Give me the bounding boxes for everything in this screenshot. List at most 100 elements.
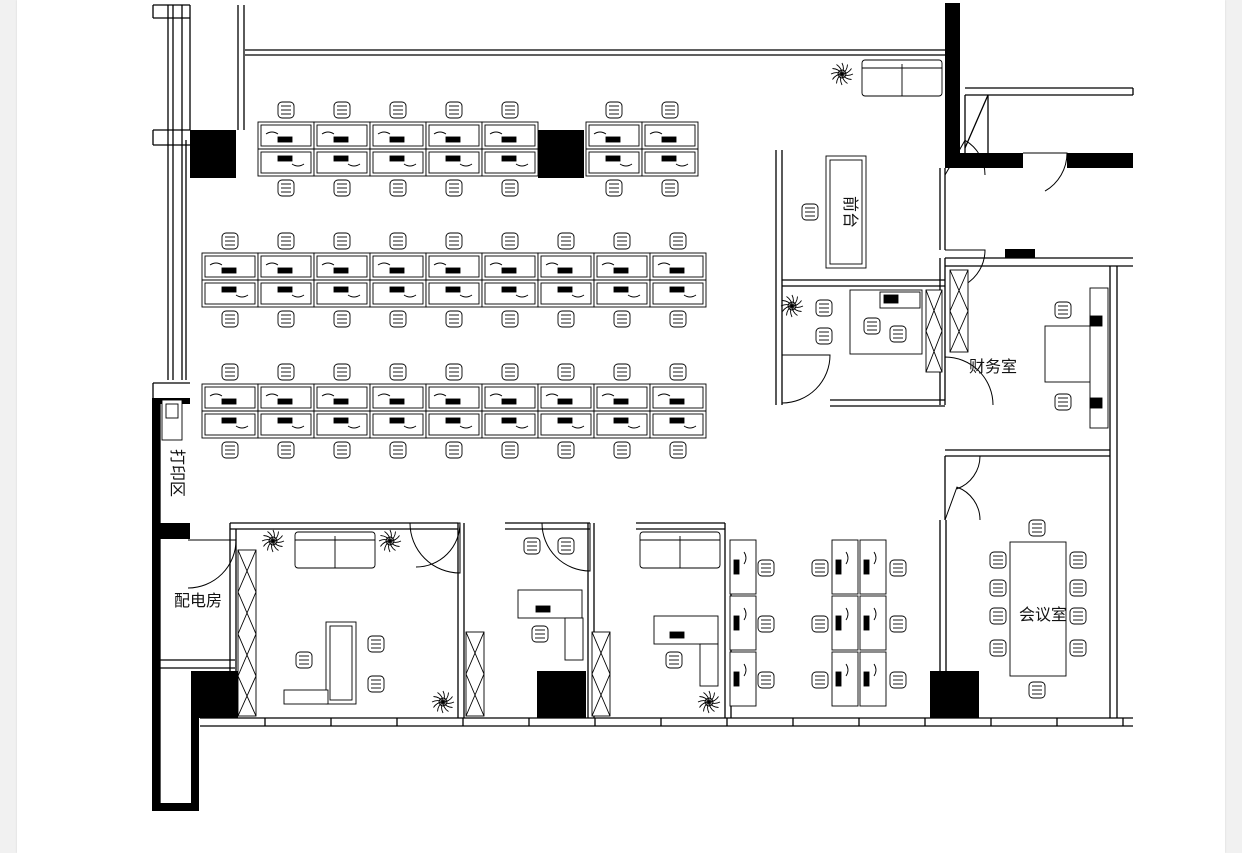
monitor	[389, 286, 405, 293]
chair	[389, 179, 407, 197]
phone	[403, 294, 417, 298]
workstation-pair	[369, 121, 427, 177]
phone	[873, 551, 877, 565]
leaf	[384, 531, 391, 542]
label-electrical-room: 配电房	[174, 591, 222, 610]
phone	[291, 425, 305, 429]
desk-bottom	[260, 282, 312, 305]
monitor	[669, 286, 685, 293]
workstation-pair	[313, 252, 371, 308]
door-office-2	[409, 522, 461, 574]
monitor	[277, 286, 293, 293]
monitor	[445, 136, 461, 143]
plant	[261, 529, 285, 553]
thick-wall	[152, 398, 160, 810]
leaf	[441, 701, 444, 714]
leaf	[703, 692, 710, 703]
workstation-pair	[425, 252, 483, 308]
pot	[385, 536, 395, 546]
workstation-vertical	[859, 595, 887, 651]
column	[190, 130, 236, 178]
lobby-sofa	[861, 59, 943, 97]
plant	[697, 690, 721, 714]
phone	[321, 262, 335, 266]
leaf	[433, 696, 444, 703]
phone	[403, 425, 417, 429]
chair	[389, 363, 407, 381]
leaf	[786, 305, 793, 316]
meeting-table	[1009, 541, 1067, 677]
chair	[669, 441, 687, 459]
workstation-pair	[313, 121, 371, 177]
phone	[627, 425, 641, 429]
plant	[830, 62, 854, 86]
monitor	[221, 398, 237, 405]
desk-bottom	[260, 151, 312, 174]
leaf	[389, 540, 396, 551]
phone	[321, 131, 335, 135]
chair	[221, 363, 239, 381]
armchair	[557, 537, 575, 555]
workstation-pair	[481, 252, 539, 308]
phone	[683, 294, 697, 298]
thick-wall	[945, 3, 960, 168]
desk-top	[428, 124, 480, 147]
chair	[277, 101, 295, 119]
desk-bottom	[484, 413, 536, 436]
office1-desk-inner	[329, 625, 353, 701]
monitor	[835, 671, 842, 687]
chair	[557, 232, 575, 250]
chair	[665, 651, 683, 669]
office2-return	[564, 617, 584, 661]
office1-sofa	[294, 531, 376, 569]
phone	[845, 663, 849, 677]
desk-top	[428, 255, 480, 278]
desk-bottom	[316, 282, 368, 305]
monitor	[277, 136, 293, 143]
chair	[389, 441, 407, 459]
meeting-chair	[1069, 551, 1087, 569]
monitor	[613, 398, 629, 405]
monitor	[835, 559, 842, 575]
desk-bottom	[644, 151, 696, 174]
monitor	[557, 286, 573, 293]
monitor	[733, 559, 740, 575]
plant	[431, 690, 455, 714]
desk-top	[644, 124, 696, 147]
workstation-pair	[481, 383, 539, 439]
phone	[433, 393, 447, 397]
chair	[445, 441, 463, 459]
monitor	[863, 671, 870, 687]
cabinet-cross	[237, 549, 257, 717]
chair	[811, 615, 829, 633]
workstation-pair	[537, 252, 595, 308]
chair	[445, 363, 463, 381]
monitor	[333, 267, 349, 274]
chair	[811, 559, 829, 577]
leaf	[267, 531, 274, 542]
leaf	[840, 73, 843, 86]
workstation-pair	[369, 383, 427, 439]
workstation-pair	[257, 383, 315, 439]
chair	[557, 441, 575, 459]
chair	[221, 441, 239, 459]
leaf	[782, 305, 793, 312]
monitor	[501, 136, 517, 143]
desk-top	[260, 124, 312, 147]
monitor	[501, 155, 517, 162]
phone	[265, 131, 279, 135]
leaf	[791, 305, 804, 308]
meeting-chair	[989, 607, 1007, 625]
desk	[729, 651, 757, 707]
phone	[743, 663, 747, 677]
workstation-pair	[481, 121, 539, 177]
door-reception	[781, 354, 831, 404]
desk-bottom	[372, 282, 424, 305]
desk-bottom	[428, 151, 480, 174]
monitor	[661, 136, 677, 143]
armchair	[367, 675, 385, 693]
desk-top	[596, 255, 648, 278]
phone	[515, 425, 529, 429]
leaf	[832, 73, 843, 80]
